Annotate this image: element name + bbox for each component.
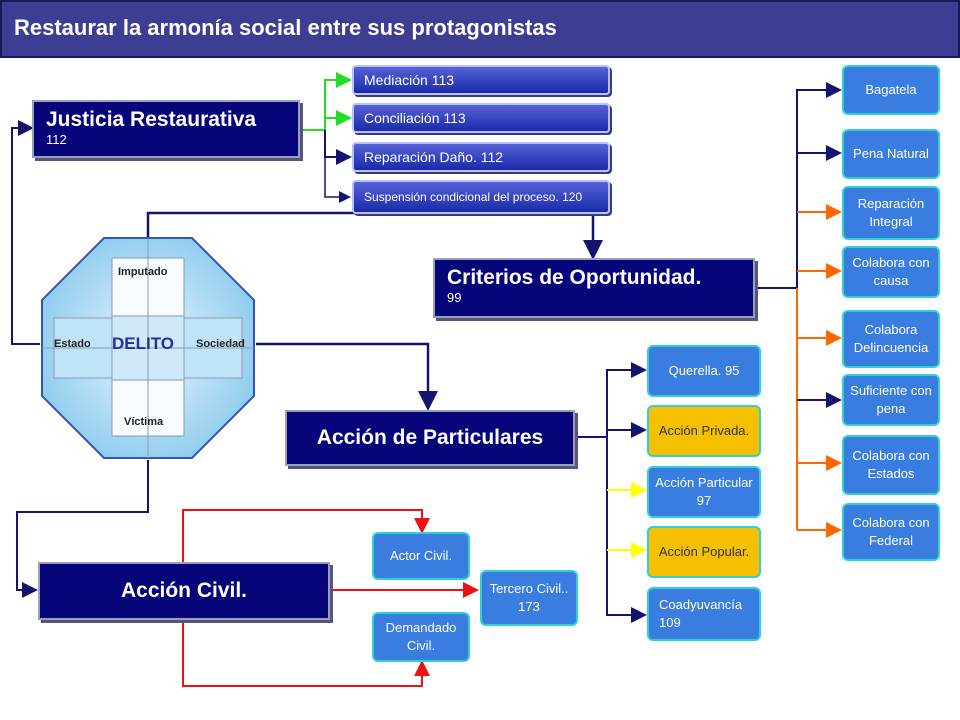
colabora-causa-box[interactable]: Colabora con causa: [842, 246, 940, 298]
delito-label-estado: Estado: [54, 338, 91, 350]
justicia-title: Justicia Restaurativa: [46, 108, 257, 131]
title-bar: Restaurar la armonía social entre sus pr…: [0, 0, 960, 58]
line-civil-demandado: [182, 620, 430, 687]
reparacion-dano-button[interactable]: Reparación Daño. 112: [352, 142, 610, 172]
delito-octagon-icon: [41, 237, 255, 459]
line-delito-civil: [16, 460, 149, 598]
line-delito-justicia: [11, 120, 40, 345]
particulares-title: Acción de Particulares: [316, 426, 544, 449]
coadyuvancia-box[interactable]: Coadyuvancía 109: [647, 587, 761, 641]
line-justicia-suspension: [324, 157, 351, 203]
justicia-ref: 112: [46, 132, 67, 147]
civil-title: Acción Civil.: [120, 579, 248, 602]
accion-civil-box[interactable]: Acción Civil.: [38, 562, 330, 620]
line-justicia-reparacion: [324, 130, 352, 165]
colabora-estados-box[interactable]: Colabora con Estados: [842, 435, 940, 495]
page-title: Restaurar la armonía social entre sus pr…: [14, 15, 557, 40]
accion-privada-box[interactable]: Acción Privada.: [647, 405, 761, 457]
delito-label-sociedad: Sociedad: [196, 338, 245, 350]
tercero-civil-box[interactable]: Tercero Civil.. 173: [480, 570, 578, 626]
criterios-oportunidad-box[interactable]: Criterios de Oportunidad. 99: [433, 258, 755, 318]
accion-particulares-box[interactable]: Acción de Particulares: [285, 410, 575, 466]
reparacion-integral-box[interactable]: Reparación Integral: [842, 186, 940, 240]
bagatela-box[interactable]: Bagatela: [842, 65, 940, 115]
line-justicia-mediacion: [300, 72, 352, 131]
delito-center: DELITO: [112, 334, 175, 353]
conciliacion-button[interactable]: Conciliación 113: [352, 103, 610, 133]
actor-civil-box[interactable]: Actor Civil.: [372, 532, 470, 580]
criterios-title: Criterios de Oportunidad.: [447, 266, 702, 289]
colabora-delincuencia-box[interactable]: Colabora Delincuencia: [842, 310, 940, 368]
demandado-civil-box[interactable]: Demandado Civil.: [372, 612, 470, 662]
criterios-ref: 99: [447, 290, 462, 305]
accion-particular-box[interactable]: Acción Particular 97: [647, 466, 761, 518]
mediacion-button[interactable]: Mediación 113: [352, 65, 610, 95]
pena-natural-box[interactable]: Pena Natural: [842, 129, 940, 179]
accion-popular-box[interactable]: Acción Popular.: [647, 526, 761, 578]
delito-diagram: Imputado Estado Sociedad Víctima DELITO: [40, 236, 256, 460]
line-delito-particulares: [256, 342, 438, 411]
justicia-restaurativa-box[interactable]: Justicia Restaurativa 112: [32, 100, 300, 158]
line-particulares-trunk: [575, 362, 647, 438]
colabora-federal-box[interactable]: Colabora con Federal: [842, 503, 940, 561]
suspension-condicional-button[interactable]: Suspensión condicional del proceso. 120: [352, 180, 610, 214]
suficiente-pena-box[interactable]: Suficiente con pena: [842, 374, 940, 426]
querella-box[interactable]: Querella. 95: [647, 345, 761, 397]
delito-label-imputado: Imputado: [118, 266, 168, 278]
line-civil-actor: [182, 509, 430, 562]
line-criterios-trunk: [755, 82, 842, 289]
delito-label-victima: Víctima: [124, 416, 164, 428]
